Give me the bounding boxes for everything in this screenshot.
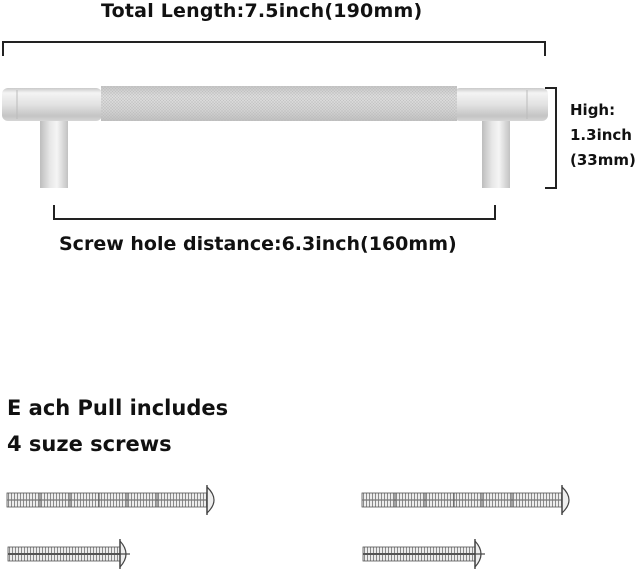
height-label-mm: (33mm): [570, 151, 636, 169]
height-label: High: 1.3inch (33mm): [570, 98, 636, 173]
height-label-title: High:: [570, 101, 616, 119]
short-screw-right: [362, 538, 486, 570]
height-label-inch: 1.3inch: [570, 126, 632, 144]
pull-handle-illustration: [2, 86, 548, 188]
screws-illustration: [6, 484, 570, 570]
total-length-bracket: [2, 41, 546, 56]
screw-hole-distance-label: Screw hole distance:6.3inch(160mm): [59, 233, 457, 255]
long-screw-left: [6, 484, 215, 516]
includes-text: E ach Pull includes 4 suze screws: [7, 390, 228, 462]
total-length-label: Total Length:7.5inch(190mm): [101, 0, 423, 22]
includes-line-1: E ach Pull includes: [7, 396, 229, 420]
includes-line-2: 4 suze screws: [7, 432, 172, 456]
height-bracket: [545, 87, 557, 189]
short-screw-left: [7, 538, 131, 570]
long-screw-right: [361, 484, 570, 516]
screw-hole-bracket: [53, 205, 496, 220]
